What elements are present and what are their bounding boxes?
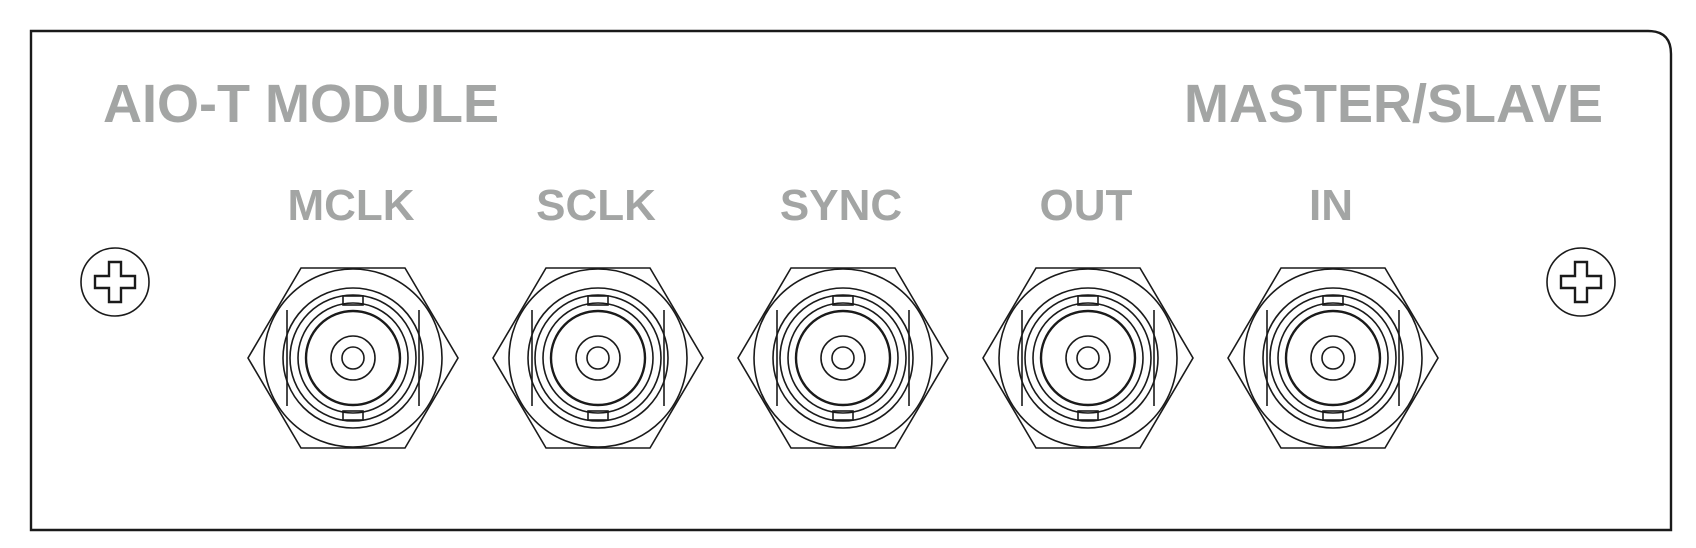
bnc-connector-sync [737,267,949,449]
flange-ring [1269,294,1397,422]
flange-ring [534,294,662,422]
barrel-inner-ring [794,309,892,407]
barrel-ring [787,302,899,414]
connector-label-sync: SYNC [780,181,902,230]
bayonet-lug-top [587,295,609,306]
bayonet-lug-top [1322,295,1344,306]
screw-head [1546,247,1616,317]
phillips-cross [1559,260,1603,304]
insulator-ring [575,335,621,381]
outer-ring [508,268,688,448]
hex-nut [247,267,459,449]
module-title: AIO-T MODULE [103,74,499,134]
center-pin [341,346,365,370]
hex-nut [492,267,704,449]
center-pin [1321,346,1345,370]
barrel-ring [542,302,654,414]
barrel-ring [1032,302,1144,414]
washer-ring [772,287,914,429]
bnc-connector-sclk [492,267,704,449]
hex-nut [737,267,949,449]
phillips-cross [93,260,137,304]
outer-ring [1243,268,1423,448]
insulator-ring [1065,335,1111,381]
bnc-connector-mclk [247,267,459,449]
flange-ring [1024,294,1152,422]
connector-label-mclk: MCLK [287,181,414,230]
barrel-ring [297,302,409,414]
phillips-screw-icon [80,247,150,317]
master-slave-title: MASTER/SLAVE [1184,74,1603,134]
outer-ring [263,268,443,448]
washer-ring [1017,287,1159,429]
insulator-ring [330,335,376,381]
bayonet-lug-top [342,295,364,306]
bnc-connector-out [982,267,1194,449]
bayonet-lug-bottom [587,410,609,421]
barrel-inner-ring [1039,309,1137,407]
washer-ring [527,287,669,429]
washer-ring [1262,287,1404,429]
bayonet-lug-bottom [832,410,854,421]
washer-ring [282,287,424,429]
bnc-connector-in [1227,267,1439,449]
panel-outline [29,29,1673,532]
barrel-ring [1277,302,1389,414]
bayonet-lug-bottom [1077,410,1099,421]
hex-nut [1227,267,1439,449]
barrel-inner-ring [549,309,647,407]
center-pin [831,346,855,370]
outer-ring [998,268,1178,448]
bnc-connectors [247,267,1439,449]
outer-ring [753,268,933,448]
center-pin [586,346,610,370]
bayonet-lug-top [832,295,854,306]
barrel-inner-ring [1284,309,1382,407]
insulator-ring [1310,335,1356,381]
bayonet-lug-top [1077,295,1099,306]
flange-ring [289,294,417,422]
connector-label-in: IN [1309,181,1353,230]
center-pin [1076,346,1100,370]
connector-labels: MCLK SCLK SYNC OUT IN [287,181,1353,230]
connector-label-out: OUT [1040,181,1133,230]
barrel-inner-ring [304,309,402,407]
bayonet-lug-bottom [1322,410,1344,421]
bayonet-lug-bottom [342,410,364,421]
connector-label-sclk: SCLK [536,181,656,230]
screw-head [80,247,150,317]
mounting-screws [80,247,1616,317]
insulator-ring [820,335,866,381]
flange-ring [779,294,907,422]
phillips-screw-icon [1546,247,1616,317]
hex-nut [982,267,1194,449]
